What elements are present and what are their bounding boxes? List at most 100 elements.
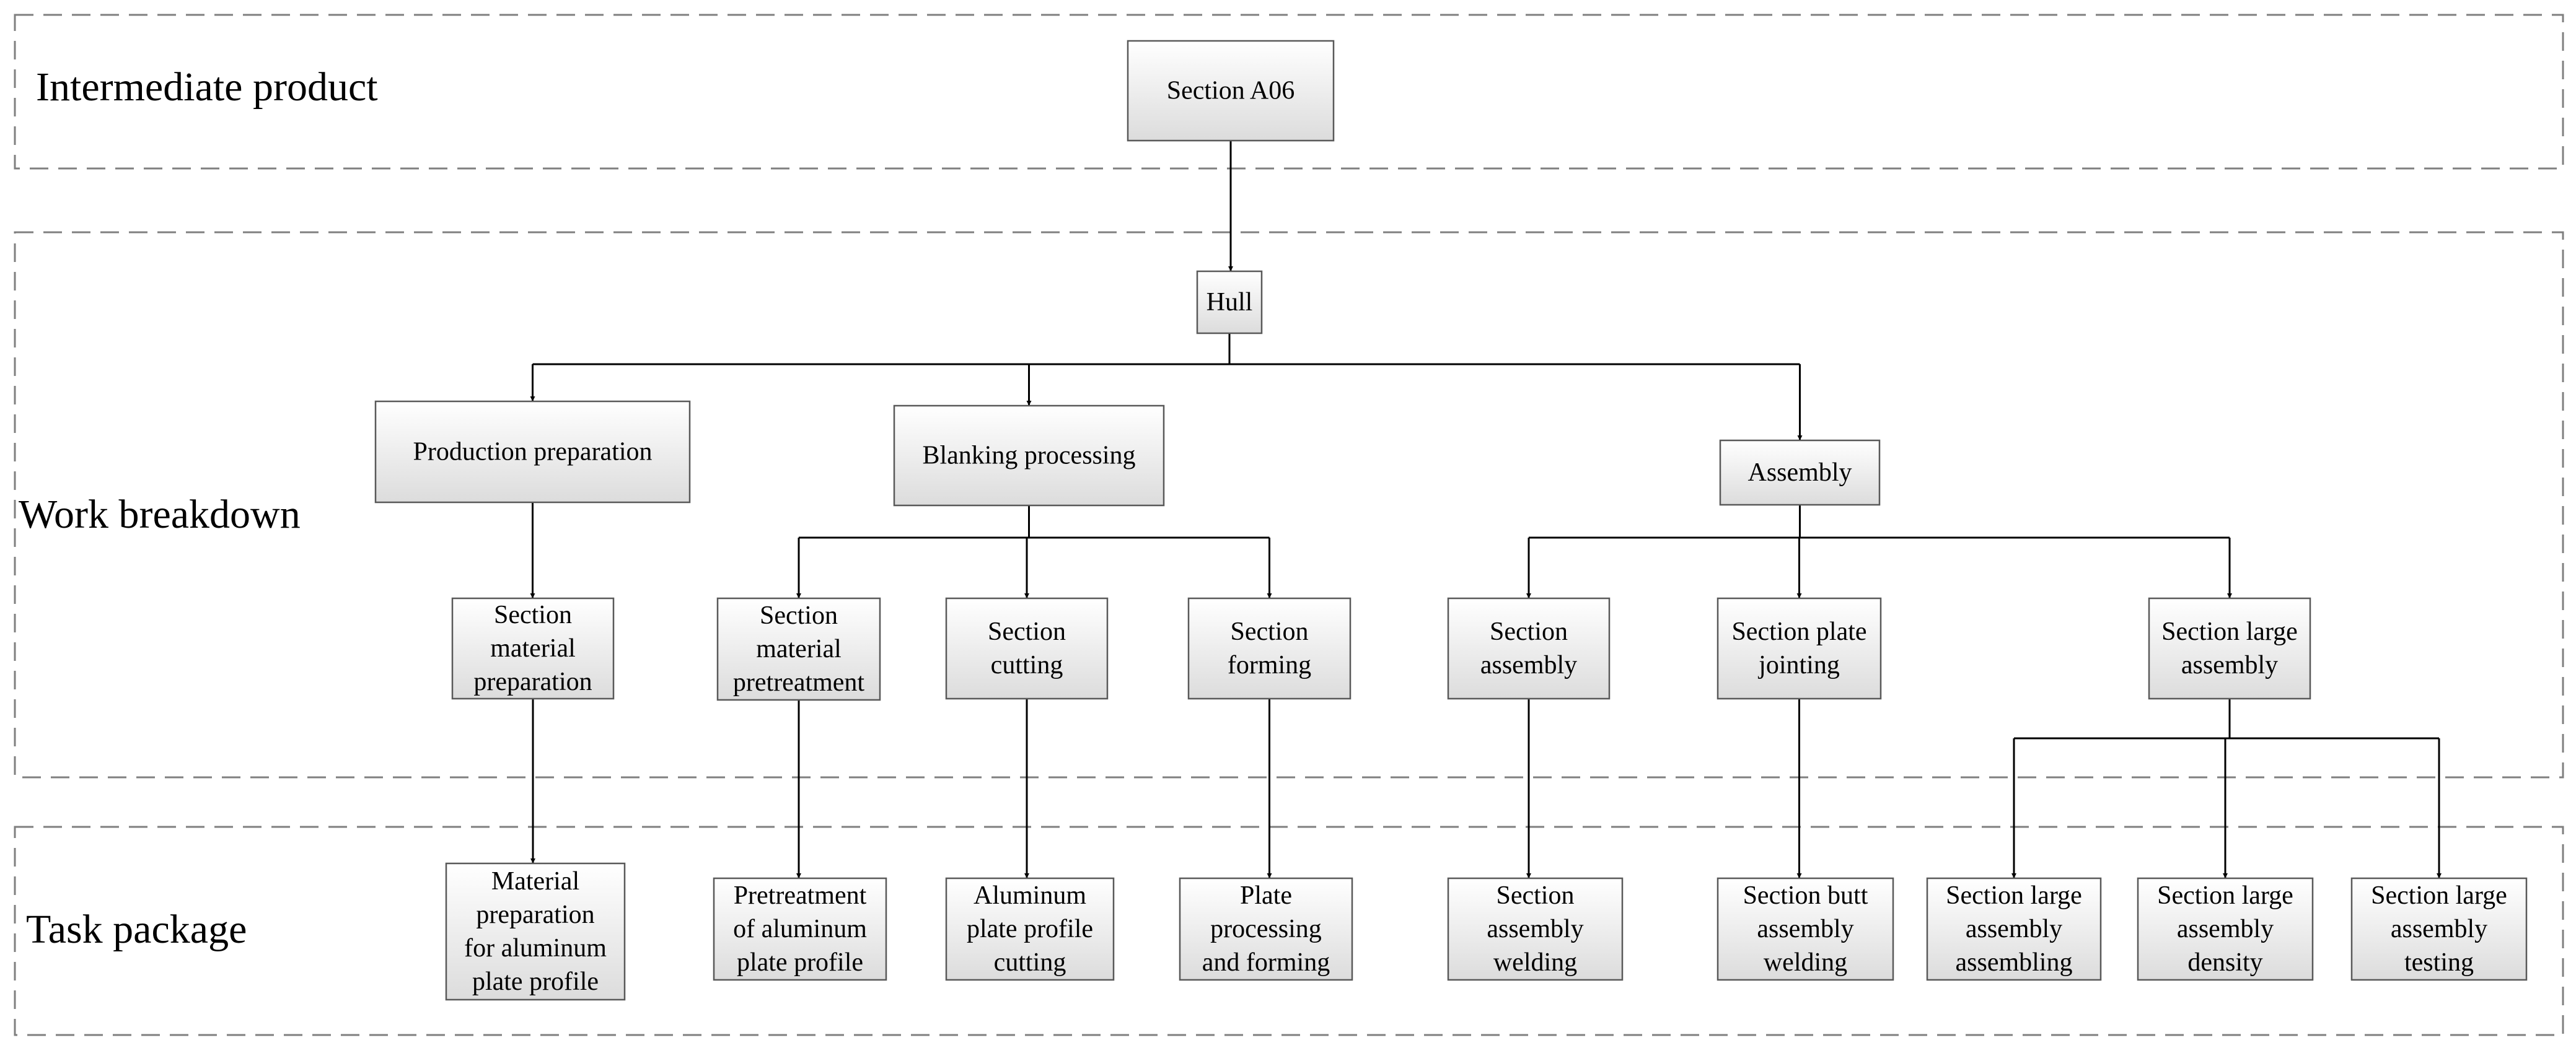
node-box-section-assembly bbox=[1447, 597, 1611, 700]
node-label-section-a06: Section A06 bbox=[1167, 77, 1295, 105]
node-label-section-assembly-welding: assembly bbox=[1487, 915, 1583, 943]
node-box-section-large-assembly-density bbox=[2137, 877, 2314, 981]
node-label-section-plate-jointing: Section plate bbox=[1731, 618, 1866, 646]
edges-layer bbox=[530, 141, 2442, 878]
node-section-assembly-welding: Section assembly welding bbox=[1447, 877, 1624, 981]
node-label-section-butt-assembly-welding: welding bbox=[1764, 948, 1847, 977]
node-label-material-preparation-for-aluminum-plate-profile: plate profile bbox=[472, 967, 599, 996]
node-label-hull: Hull bbox=[1207, 288, 1253, 317]
node-box-section-large-assembly bbox=[2148, 597, 2311, 700]
node-label-material-preparation-for-aluminum-plate-profile: for aluminum bbox=[464, 934, 607, 963]
band-intermediate-product bbox=[14, 14, 2564, 170]
band-label-intermediate-product: Intermediate product bbox=[36, 64, 378, 110]
node-section-plate-jointing: Section plate jointing bbox=[1717, 597, 1882, 700]
node-blanking-processing: Blanking processing bbox=[893, 404, 1165, 507]
node-section-butt-assembly-welding: Section butt assembly welding bbox=[1717, 877, 1894, 981]
node-label-aluminum-plate-profile-cutting: plate profile bbox=[967, 915, 1093, 943]
node-box-section-a06 bbox=[1127, 40, 1335, 142]
band-label-work-breakdown: Work breakdown bbox=[19, 492, 301, 537]
node-material-preparation-for-aluminum-plate-profile: Material preparation for aluminum plate pro… bbox=[445, 862, 626, 1001]
node-plate-processing-and-forming: Plate processing and forming bbox=[1179, 877, 1353, 981]
node-production-preparation: Production preparation bbox=[374, 400, 691, 504]
node-label-section-large-assembly-testing: assembly bbox=[2391, 915, 2487, 943]
node-label-section-material-pretreatment: Section bbox=[760, 601, 838, 630]
node-section-material-preparation: Section material preparation bbox=[451, 597, 615, 700]
node-box-blanking-processing bbox=[893, 404, 1165, 507]
node-section-large-assembly-density: Section large assembly density bbox=[2137, 877, 2314, 981]
node-label-section-plate-jointing: jointing bbox=[1757, 651, 1840, 679]
band-work-breakdown bbox=[14, 231, 2564, 779]
node-label-section-material-preparation: preparation bbox=[473, 668, 592, 696]
node-label-plate-processing-and-forming: Plate bbox=[1240, 881, 1292, 910]
node-box-section-cutting bbox=[945, 597, 1109, 700]
node-box-section-plate-jointing bbox=[1717, 597, 1882, 700]
node-box-section-material-pretreatment bbox=[716, 597, 881, 701]
node-label-aluminum-plate-profile-cutting: cutting bbox=[994, 948, 1066, 977]
node-label-section-material-preparation: material bbox=[490, 634, 576, 663]
node-section-forming: Section forming bbox=[1187, 597, 1352, 700]
node-assembly: Assembly bbox=[1719, 439, 1881, 506]
node-label-section-cutting: Section bbox=[988, 618, 1066, 646]
node-label-section-large-assembly-testing: testing bbox=[2404, 948, 2474, 977]
node-label-section-assembly-welding: Section bbox=[1497, 881, 1575, 910]
node-section-large-assembly: Section large assembly bbox=[2148, 597, 2311, 700]
node-label-material-preparation-for-aluminum-plate-profile: preparation bbox=[476, 901, 594, 929]
node-section-a06: Section A06 bbox=[1127, 40, 1335, 142]
node-label-section-butt-assembly-welding: assembly bbox=[1757, 915, 1853, 943]
node-label-section-butt-assembly-welding: Section butt bbox=[1743, 881, 1868, 910]
node-label-section-material-preparation: Section bbox=[494, 601, 572, 629]
node-label-section-assembly: Section bbox=[1490, 618, 1568, 646]
node-label-aluminum-plate-profile-cutting: Aluminum bbox=[974, 881, 1086, 910]
node-label-section-forming: forming bbox=[1228, 651, 1311, 679]
node-box-plate-processing-and-forming bbox=[1179, 877, 1353, 981]
node-label-section-large-assembly-assembling: Section large bbox=[1946, 881, 2082, 910]
node-label-pretreatment-of-aluminum-plate-profile: Pretreatment bbox=[734, 881, 867, 910]
node-label-section-large-assembly-density: assembly bbox=[2177, 915, 2274, 943]
node-box-section-material-preparation bbox=[451, 597, 615, 700]
node-box-hull bbox=[1196, 270, 1263, 334]
node-label-section-large-assembly-testing: Section large bbox=[2371, 881, 2507, 910]
node-label-material-preparation-for-aluminum-plate-profile: Material bbox=[491, 867, 579, 896]
node-section-material-pretreatment: Section material pretreatment bbox=[716, 597, 881, 701]
node-label-section-large-assembly: Section large bbox=[2161, 618, 2298, 646]
band-label-task-package: Task package bbox=[26, 907, 247, 952]
band-task-package bbox=[14, 826, 2564, 1036]
node-aluminum-plate-profile-cutting: Aluminum plate profile cutting bbox=[945, 877, 1115, 981]
node-box-section-large-assembly-assembling bbox=[1926, 877, 2102, 981]
node-label-section-large-assembly-density: Section large bbox=[2157, 881, 2293, 910]
node-box-assembly bbox=[1719, 439, 1881, 506]
node-label-plate-processing-and-forming: and forming bbox=[1202, 948, 1330, 977]
node-label-pretreatment-of-aluminum-plate-profile: plate profile bbox=[737, 948, 863, 977]
node-label-section-large-assembly-assembling: assembling bbox=[1956, 948, 2073, 977]
node-box-section-butt-assembly-welding bbox=[1717, 877, 1894, 981]
node-box-section-assembly-welding bbox=[1447, 877, 1624, 981]
node-section-large-assembly-assembling: Section large assembly assembling bbox=[1926, 877, 2102, 981]
node-label-section-assembly-welding: welding bbox=[1493, 948, 1577, 977]
node-label-section-assembly: assembly bbox=[1480, 651, 1577, 679]
node-section-assembly: Section assembly bbox=[1447, 597, 1611, 700]
node-label-section-large-assembly-density: density bbox=[2187, 948, 2262, 977]
node-label-section-large-assembly-assembling: assembly bbox=[1966, 915, 2062, 943]
node-box-pretreatment-of-aluminum-plate-profile bbox=[713, 877, 887, 981]
node-box-section-large-assembly-testing bbox=[2350, 877, 2528, 981]
node-label-assembly: Assembly bbox=[1748, 458, 1852, 487]
node-box-section-forming bbox=[1187, 597, 1352, 700]
node-label-pretreatment-of-aluminum-plate-profile: of aluminum bbox=[733, 915, 867, 943]
node-label-plate-processing-and-forming: processing bbox=[1210, 915, 1322, 943]
node-label-section-material-pretreatment: material bbox=[756, 635, 842, 663]
node-box-aluminum-plate-profile-cutting bbox=[945, 877, 1115, 981]
node-label-section-forming: Section bbox=[1231, 618, 1309, 646]
node-section-cutting: Section cutting bbox=[945, 597, 1109, 700]
node-label-section-large-assembly: assembly bbox=[2181, 651, 2278, 679]
node-box-production-preparation bbox=[374, 400, 691, 504]
node-label-section-material-pretreatment: pretreatment bbox=[733, 668, 865, 697]
node-section-large-assembly-testing: Section large assembly testing bbox=[2350, 877, 2528, 981]
node-label-blanking-processing: Blanking processing bbox=[922, 442, 1135, 470]
node-label-section-cutting: cutting bbox=[991, 651, 1063, 679]
node-label-production-preparation: Production preparation bbox=[413, 438, 652, 466]
node-hull: Hull bbox=[1196, 270, 1263, 334]
node-box-material-preparation-for-aluminum-plate-profile bbox=[445, 862, 626, 1001]
node-pretreatment-of-aluminum-plate-profile: Pretreatment of aluminum plate profile bbox=[713, 877, 887, 981]
